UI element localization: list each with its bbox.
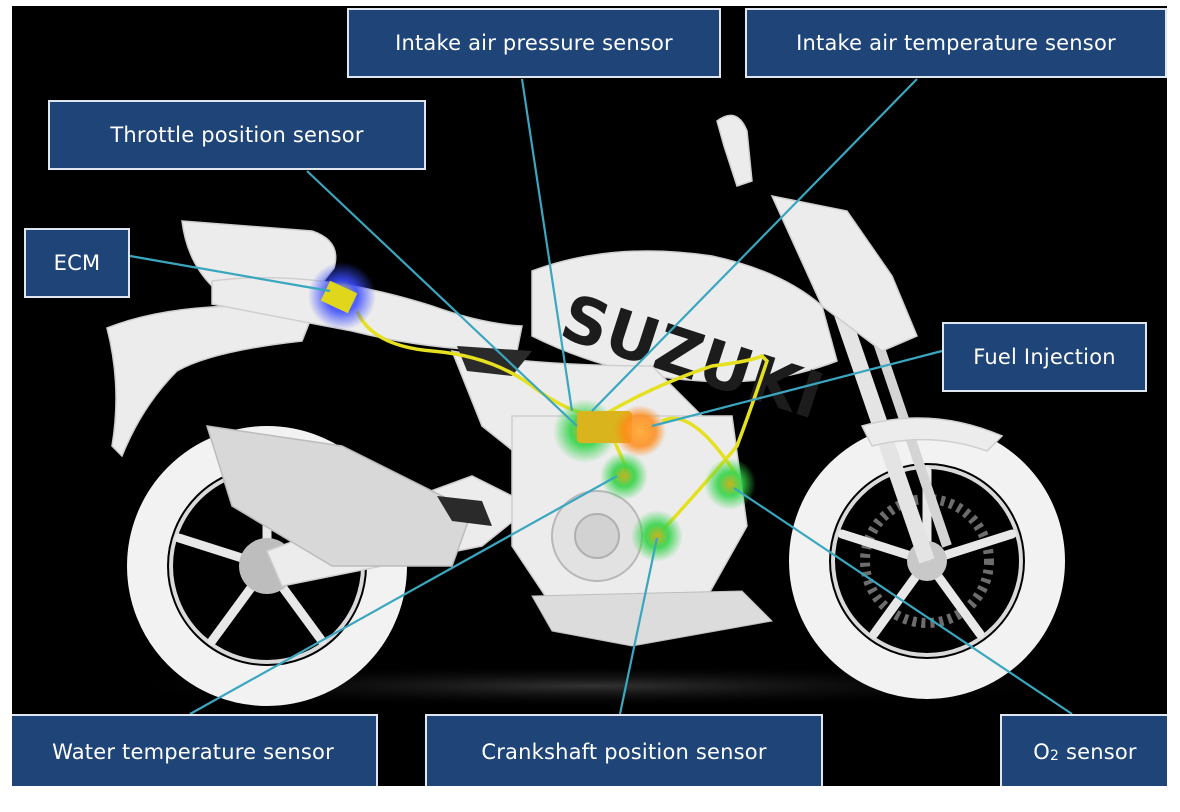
label-crankshaft-position-sensor: Crankshaft position sensor: [425, 714, 823, 786]
headlight-cowl: [770, 194, 918, 352]
label-throttle-position-sensor: Throttle position sensor: [48, 100, 426, 170]
label-intake-air-temperature-sensor: Intake air temperature sensor: [745, 8, 1167, 78]
engine-block: [511, 415, 774, 647]
motorcycle-illustration: SUZUKI: [92, 78, 1092, 715]
label-fuel-injection: Fuel Injection: [942, 322, 1147, 392]
leader-lines: [129, 78, 1073, 715]
label-ecm: ECM: [24, 228, 130, 298]
front-wheel: [789, 423, 1065, 699]
exhaust-muffler: [205, 425, 473, 567]
o2-sensor-glow: [704, 458, 756, 510]
crankshaft-sensor-glow: [631, 510, 683, 562]
rear-fender: [106, 305, 314, 458]
wiring-harness: [355, 310, 770, 533]
label-water-temperature-sensor: Water temperature sensor: [12, 714, 378, 786]
diagram-canvas: SUZUKI: [12, 6, 1167, 786]
water-temp-sensor-glow: [600, 452, 648, 500]
label-intake-air-pressure-sensor: Intake air pressure sensor: [347, 8, 721, 78]
mirror: [716, 114, 753, 187]
ecm-unit: [320, 280, 358, 314]
o2-suffix: sensor: [1059, 740, 1137, 764]
o2-subscript: 2: [1049, 748, 1060, 764]
fuel-injector-glow: [614, 405, 666, 457]
front-fender: [860, 417, 1004, 452]
o2-letter: O: [1033, 740, 1050, 764]
